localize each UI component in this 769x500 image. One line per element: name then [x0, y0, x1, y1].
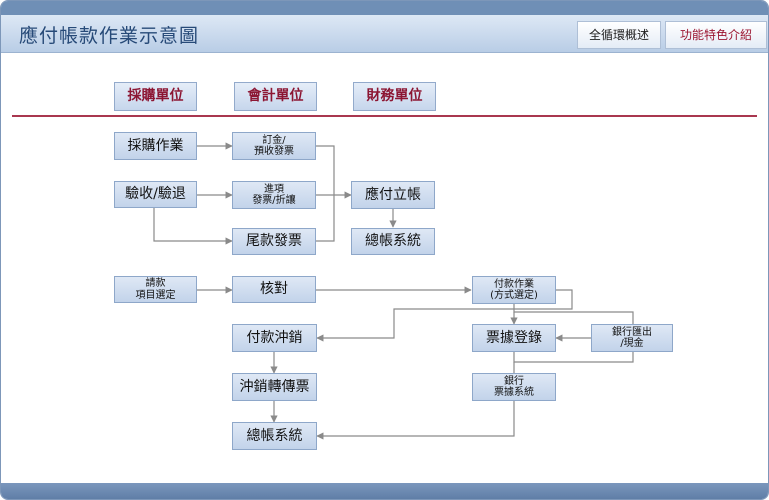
node-bank-note-system[interactable]: 銀行 票據系統: [472, 373, 556, 401]
page-title: 應付帳款作業示意圖: [19, 25, 200, 47]
node-bank-remit-cash[interactable]: 銀行匯出 /現金: [591, 324, 673, 352]
node-input-invoice-discount[interactable]: 進項 發票/折讓: [232, 181, 316, 209]
node-final-invoice[interactable]: 尾款發票: [232, 228, 316, 255]
node-ap-create[interactable]: 應付立帳: [351, 181, 435, 209]
node-inspect-return[interactable]: 驗收/驗退: [114, 181, 197, 208]
node-payment-offset[interactable]: 付款沖銷: [232, 324, 317, 352]
node-gl-system-bottom[interactable]: 總帳系統: [232, 422, 317, 450]
node-payment-request[interactable]: 請款 項目選定: [114, 276, 197, 303]
node-offset-voucher[interactable]: 沖銷轉傳票: [232, 373, 317, 401]
node-purchase[interactable]: 採購作業: [114, 132, 197, 160]
connector-banknote-to-gl: [316, 401, 515, 440]
unit-accounting: 會計單位: [234, 82, 317, 111]
node-verify[interactable]: 核對: [232, 276, 316, 303]
connector-bank-down: [513, 352, 634, 363]
unit-purchasing: 採購單位: [114, 82, 197, 111]
connector-method-to-note: [513, 304, 634, 324]
node-order-prepay-invoice[interactable]: 訂金/ 預收發票: [232, 132, 316, 160]
bottom-bar: [1, 483, 768, 499]
node-note-register[interactable]: 票據登錄: [472, 324, 556, 352]
connector-inspect-to-final: [153, 208, 233, 245]
unit-finance: 財務單位: [353, 82, 436, 111]
tab-cycle-overview[interactable]: 全循環概述: [577, 21, 661, 49]
node-gl-system-top[interactable]: 總帳系統: [351, 228, 435, 255]
tab-feature-intro[interactable]: 功能特色介紹: [665, 21, 767, 49]
connector-method-to-offset: [316, 289, 573, 342]
section-divider: [12, 115, 757, 117]
connector-order-bus: [316, 145, 335, 242]
top-bar: [1, 1, 768, 15]
node-payment-method[interactable]: 付款作業 (方式選定): [472, 276, 556, 304]
